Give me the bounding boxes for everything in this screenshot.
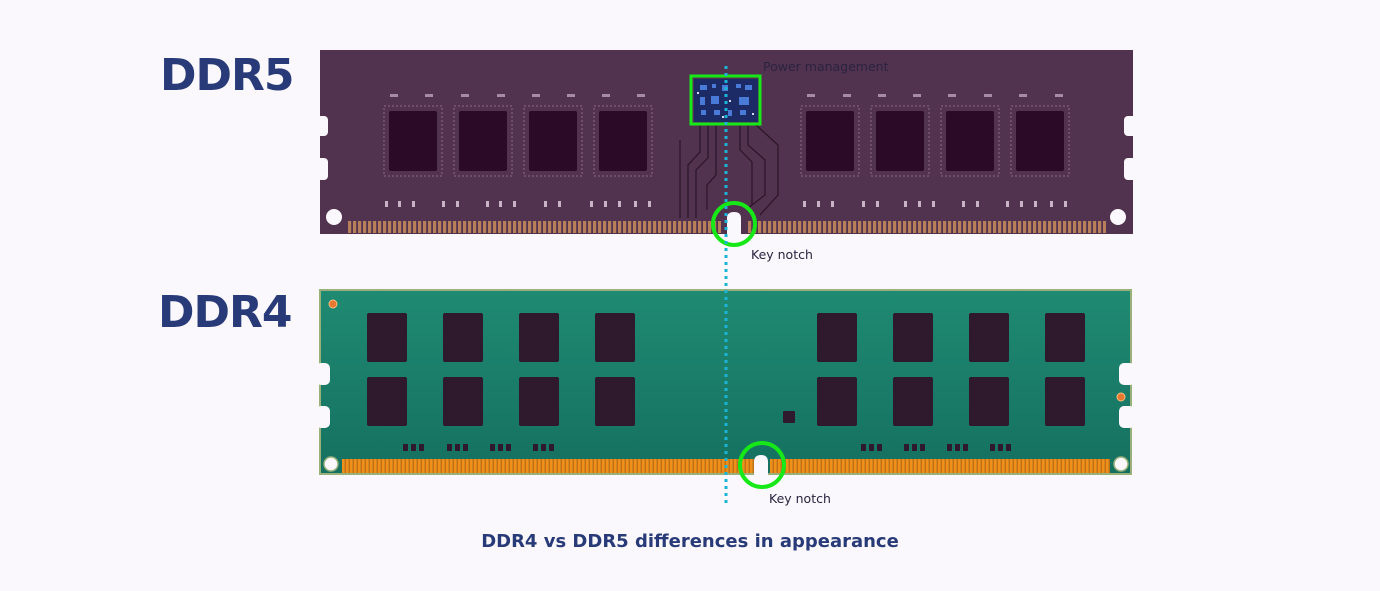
ddr5-chip-outline <box>800 105 860 177</box>
ddr4-chip <box>893 313 933 362</box>
ddr5-gold-contacts <box>748 221 1106 233</box>
ddr4-chip <box>443 377 483 426</box>
ddr4-chip <box>969 313 1009 362</box>
ddr5-chip <box>806 111 854 171</box>
ddr5-chip-outline <box>523 105 583 177</box>
ddr5-chip <box>1016 111 1064 171</box>
ddr5-smd-components <box>385 201 1067 207</box>
ddr5-heading: DDR5 <box>160 50 295 101</box>
ddr4-chip <box>1045 313 1085 362</box>
ddr5-chip <box>529 111 577 171</box>
ddr4-chip <box>367 377 407 426</box>
ddr5-chip-outline <box>453 105 513 177</box>
ddr5-dram-chips <box>383 105 1070 177</box>
ddr5-chip <box>459 111 507 171</box>
ddr4-side-notch <box>1119 406 1135 428</box>
ddr4-key-notch-highlight <box>738 441 786 489</box>
ddr4-chip <box>443 313 483 362</box>
ddr4-led <box>328 299 338 309</box>
ddr4-chip <box>595 313 635 362</box>
ddr5-key-notch <box>727 212 741 240</box>
ddr4-key-notch-label: Key notch <box>769 491 831 506</box>
ddr5-chip <box>876 111 924 171</box>
ddr4-chip <box>1045 377 1085 426</box>
ddr4-chip <box>519 313 559 362</box>
ddr4-gold-contacts <box>342 459 754 473</box>
ddr5-chip-outline <box>593 105 653 177</box>
ddr4-smd-components <box>403 444 1011 451</box>
ddr5-mount-hole <box>1110 209 1126 225</box>
ddr5-chip-outline <box>870 105 930 177</box>
ddr4-side-notch <box>1119 363 1135 385</box>
ddr4-gold-contacts <box>770 459 1110 473</box>
ddr5-mount-hole <box>326 209 342 225</box>
ddr5-chip-outline <box>940 105 1000 177</box>
ddr4-led <box>1116 392 1126 402</box>
ddr4-key-notch <box>754 455 768 480</box>
ddr5-side-notch <box>316 116 328 136</box>
ddr4-chip <box>519 377 559 426</box>
ddr4-side-notch <box>316 406 330 428</box>
ddr5-top-markers <box>390 94 1063 97</box>
ddr4-small-chip <box>783 411 795 423</box>
ddr5-gold-contacts <box>348 221 721 233</box>
ddr4-chip <box>893 377 933 426</box>
figure-caption: DDR4 vs DDR5 differences in appearance <box>481 531 899 552</box>
ddr4-side-notch <box>316 363 330 385</box>
ddr4-chip <box>969 377 1009 426</box>
ddr5-key-notch-label: Key notch <box>751 247 813 262</box>
ddr4-dram-chips <box>367 313 1085 426</box>
ddr4-chip <box>817 313 857 362</box>
ddr4-chip <box>595 377 635 426</box>
ddr5-side-notch <box>316 158 328 180</box>
ddr4-chip <box>817 377 857 426</box>
ddr5-chip <box>389 111 437 171</box>
ddr5-chip <box>599 111 647 171</box>
ddr5-side-notch <box>1124 116 1137 136</box>
ddr4-mount-hole <box>323 456 339 472</box>
ddr4-mount-hole <box>1113 456 1129 472</box>
ddr5-chip-outline <box>1010 105 1070 177</box>
ddr5-chip-outline <box>383 105 443 177</box>
ddr5-key-notch-highlight <box>711 201 757 247</box>
ddr4-chip <box>367 313 407 362</box>
ddr4-heading: DDR4 <box>158 287 293 338</box>
ddr5-side-notch <box>1124 158 1137 180</box>
power-management-label: Power management <box>763 59 889 74</box>
ddr5-traces <box>679 124 779 218</box>
ddr5-chip <box>946 111 994 171</box>
